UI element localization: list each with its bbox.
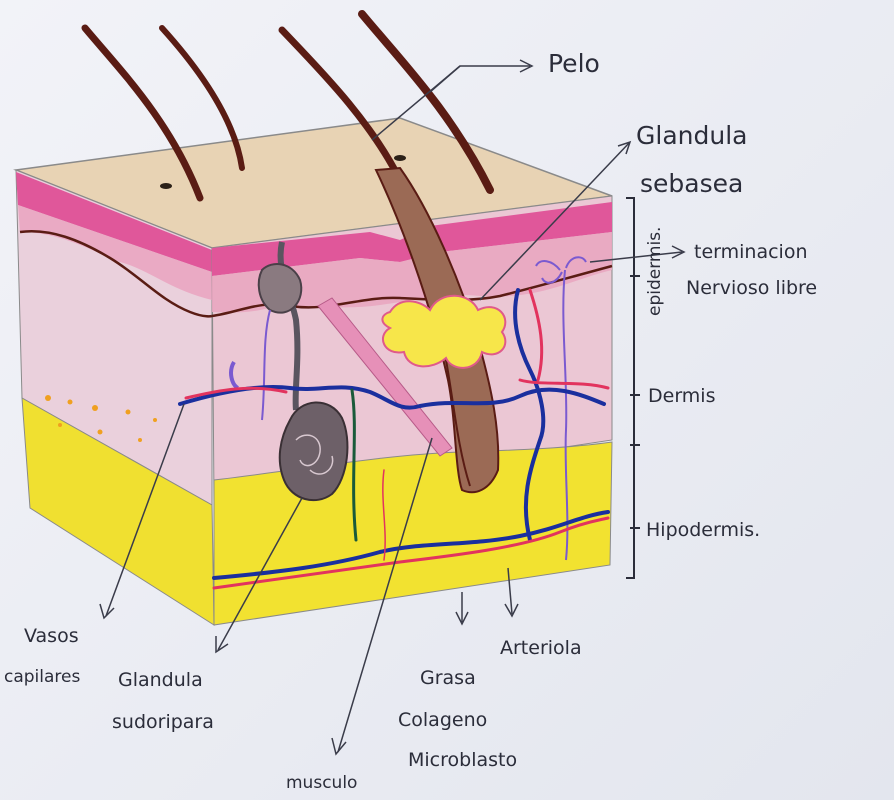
label-arteriola: Arteriola: [500, 637, 582, 659]
label-dermis: Dermis: [648, 385, 715, 407]
layer-bracket: [626, 198, 640, 578]
label-glandula-sebasea-line2: sebasea: [640, 169, 743, 198]
label-glandula-sudoripara-line1: Glandula: [118, 669, 203, 691]
label-vasos-line1: Vasos: [24, 625, 79, 647]
label-vasos-line2: capilares: [4, 667, 80, 687]
label-pelo: Pelo: [548, 49, 600, 78]
label-musculo: musculo: [286, 773, 357, 793]
label-terminacion-line1: terminacion: [694, 241, 807, 263]
label-grasa: Grasa: [420, 667, 476, 689]
label-epidermis: epidermis.: [645, 227, 665, 316]
label-glandula-sudoripara-line2: sudoripara: [112, 711, 214, 733]
sweat-pore-structure: [259, 264, 302, 313]
label-colageno: Colageno: [398, 709, 487, 731]
label-terminacion-line2: Nervioso libre: [686, 277, 817, 299]
label-glandula-sebasea-line1: Glandula: [636, 121, 747, 150]
label-microblasto: Microblasto: [408, 749, 517, 771]
label-hipodermis: Hipodermis.: [646, 519, 760, 541]
